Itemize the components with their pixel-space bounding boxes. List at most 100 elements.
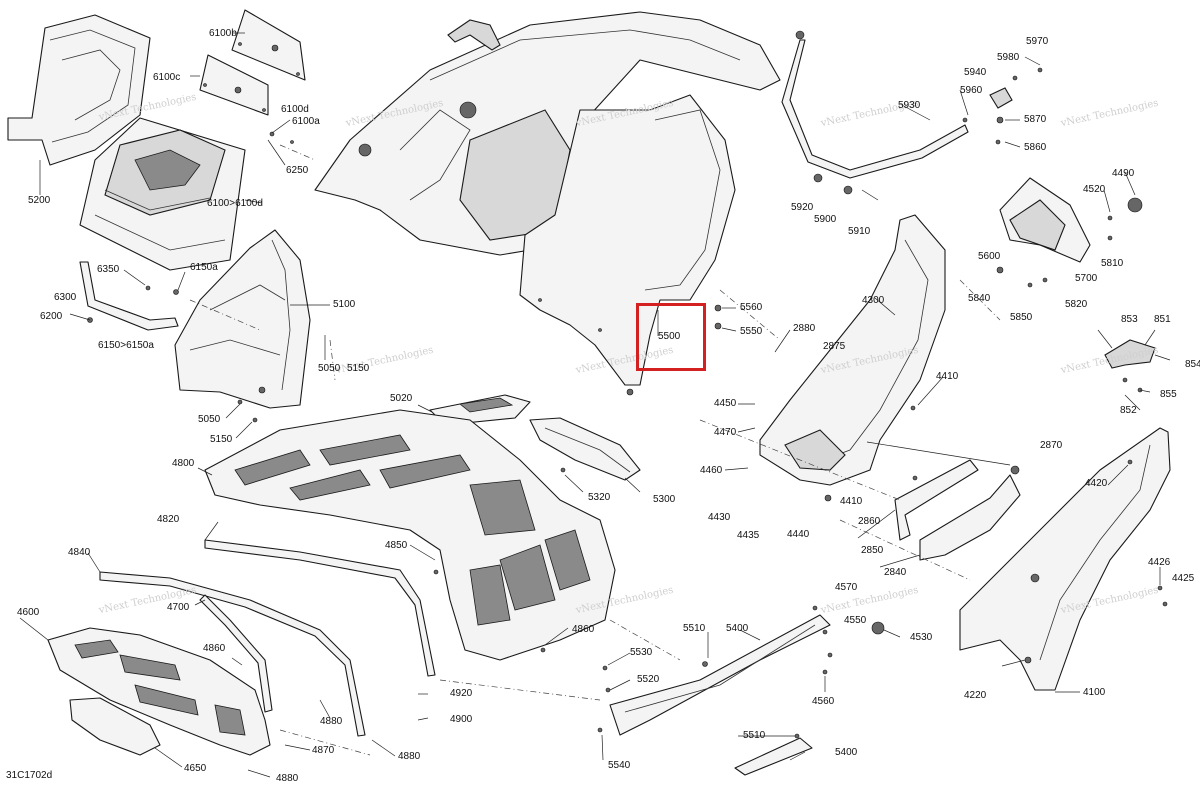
part-6100c-plate (199, 54, 294, 166)
callout-5700: 5700 (1075, 273, 1098, 284)
callout-5980: 5980 (997, 52, 1020, 63)
callout-4920: 4920 (450, 688, 473, 699)
callout-2850: 2850 (861, 545, 884, 556)
callout-5870: 5870 (1024, 114, 1047, 125)
callout-5150: 5150 (347, 363, 370, 374)
callout-6150a: 6150a (190, 262, 218, 273)
callout-4440: 4440 (787, 529, 810, 540)
part-4650-plate (69, 697, 161, 756)
callout-4800: 4800 (172, 458, 195, 469)
callout-4300: 4300 (862, 295, 885, 306)
highlight-box-5500 (636, 303, 706, 371)
callout-6200: 6200 (40, 311, 63, 322)
part-5940-clamp (962, 67, 1043, 145)
callout-6100a: 6100a (292, 116, 320, 127)
part-4700-tube (199, 594, 273, 713)
part-4840-tube (99, 571, 366, 737)
callout-4426: 4426 (1148, 557, 1171, 568)
callout-5500: 5500 (658, 331, 681, 342)
callout-5510: 5510 (683, 623, 706, 634)
part-6350-bracket (69, 261, 179, 331)
callout-4840: 4840 (68, 547, 91, 558)
callout-5910: 5910 (848, 226, 871, 237)
part-851-bracket (1104, 339, 1156, 393)
callout-5930: 5930 (898, 100, 921, 111)
callout-4860: 4860 (203, 643, 226, 654)
callout-5020: 5020 (390, 393, 413, 404)
callout-5200: 5200 (28, 195, 51, 206)
callout-5850: 5850 (1010, 312, 1033, 323)
callout-2870: 2870 (1040, 440, 1063, 451)
part-5700-light-assembly (996, 177, 1143, 288)
callout-5320: 5320 (588, 492, 611, 503)
callout-4900: 4900 (450, 714, 473, 725)
callout-4430: 4430 (708, 512, 731, 523)
part-4600-bumper (47, 627, 271, 756)
part-5300-deflector (529, 417, 641, 481)
callout-5510: 5510 (743, 730, 766, 741)
callout-4860: 4860 (572, 624, 595, 635)
callout-5960: 5960 (960, 85, 983, 96)
callout-5860: 5860 (1024, 142, 1047, 153)
part-4820-tube (204, 539, 436, 677)
callout-4425: 4425 (1172, 573, 1195, 584)
callout-4700: 4700 (167, 602, 190, 613)
callout-5560: 5560 (740, 302, 763, 313)
callout-5920: 5920 (791, 202, 814, 213)
callout-5520: 5520 (637, 674, 660, 685)
callout-4880: 4880 (276, 773, 299, 784)
callout-4220: 4220 (964, 690, 987, 701)
callout-5050: 5050 (318, 363, 341, 374)
callout-5820: 5820 (1065, 299, 1088, 310)
callout-2875: 2875 (823, 341, 846, 352)
part-5500-mud-flap (519, 94, 736, 396)
callout-5810: 5810 (1101, 258, 1124, 269)
part-5200-side-panel (7, 14, 151, 195)
callout-4100: 4100 (1083, 687, 1106, 698)
callout-854: 854 (1185, 359, 1200, 370)
callout-5400: 5400 (726, 623, 749, 634)
callout-5550: 5550 (740, 326, 763, 337)
callout-5050: 5050 (198, 414, 221, 425)
part-5930-bar (781, 30, 969, 201)
callout-4410: 4410 (840, 496, 863, 507)
callout-4600: 4600 (17, 607, 40, 618)
callout-852: 852 (1120, 405, 1137, 416)
part-6100b-plate (231, 9, 306, 81)
callout-4520: 4520 (1083, 184, 1106, 195)
callout-2840: 2840 (884, 567, 907, 578)
part-4100-side-fender (959, 427, 1171, 691)
callout-4820: 4820 (157, 514, 180, 525)
callout-6100d: 6100d (281, 104, 309, 115)
callout-5400: 5400 (835, 747, 858, 758)
callout-4470: 4470 (714, 427, 737, 438)
callout-5900: 5900 (814, 214, 837, 225)
callout-4460: 4460 (700, 465, 723, 476)
callout-6150-6150a: 6150>6150a (98, 340, 154, 351)
assembly-center-lines (189, 144, 1001, 756)
callout-2880: 2880 (793, 323, 816, 334)
callout-5530: 5530 (630, 647, 653, 658)
callout-5600: 5600 (978, 251, 1001, 262)
callout-4450: 4450 (714, 398, 737, 409)
callout-5150: 5150 (210, 434, 233, 445)
part-2860-bracket (894, 459, 1021, 561)
callout-4570: 4570 (835, 582, 858, 593)
callout-4650: 4650 (184, 763, 207, 774)
callout-851: 851 (1154, 314, 1171, 325)
callout-4530: 4530 (910, 632, 933, 643)
callout-4435: 4435 (737, 530, 760, 541)
callout-6100-6100d: 6100>6100d (207, 198, 263, 209)
callout-5940: 5940 (964, 67, 987, 78)
callout-4850: 4850 (385, 540, 408, 551)
callout-6250: 6250 (286, 165, 309, 176)
callout-6100b: 6100b (209, 28, 237, 39)
callout-6350: 6350 (97, 264, 120, 275)
callout-4870: 4870 (312, 745, 335, 756)
callout-6100c: 6100c (153, 72, 181, 83)
callout-855: 855 (1160, 389, 1177, 400)
callout-5300: 5300 (653, 494, 676, 505)
part-6100-storage-module (79, 117, 246, 271)
callout-5840: 5840 (968, 293, 991, 304)
